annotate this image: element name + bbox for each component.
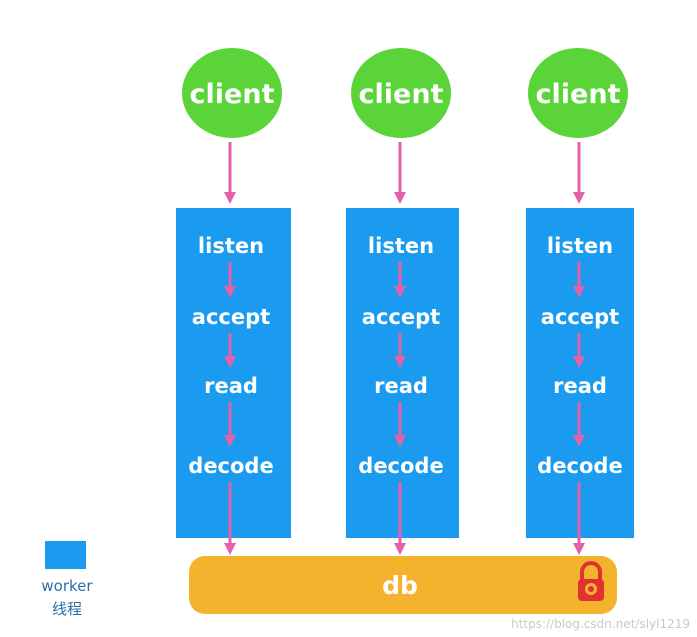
- step-accept: accept: [541, 305, 619, 329]
- step-read: read: [553, 374, 607, 398]
- db-label: db: [382, 571, 418, 600]
- worker-column-1: client listen accept read decode: [176, 48, 291, 555]
- step-listen: listen: [198, 234, 264, 258]
- legend-label-worker: worker: [41, 577, 93, 595]
- legend-label-thread: 线程: [52, 600, 82, 618]
- worker-thread-box: [346, 208, 459, 538]
- step-decode: decode: [188, 454, 273, 478]
- step-read: read: [204, 374, 258, 398]
- client-label: client: [359, 79, 444, 110]
- worker-column-3: client listen accept read decode: [526, 48, 634, 555]
- step-listen: listen: [547, 234, 613, 258]
- db-bar: db: [189, 556, 617, 614]
- client-node: [351, 48, 451, 138]
- worker-column-2: client listen accept read decode: [346, 48, 459, 555]
- client-node: [528, 48, 628, 138]
- client-node: [182, 48, 282, 138]
- client-label: client: [190, 79, 275, 110]
- step-decode: decode: [358, 454, 443, 478]
- legend: worker 线程: [41, 541, 93, 618]
- client-label: client: [536, 79, 621, 110]
- step-read: read: [374, 374, 428, 398]
- worker-thread-box: [176, 208, 291, 538]
- step-accept: accept: [192, 305, 270, 329]
- step-listen: listen: [368, 234, 434, 258]
- watermark-text: https://blog.csdn.net/slyl1219: [511, 617, 690, 631]
- legend-worker-swatch: [45, 541, 86, 569]
- lock-icon: [578, 561, 604, 601]
- step-decode: decode: [537, 454, 622, 478]
- step-accept: accept: [362, 305, 440, 329]
- db-background: [189, 556, 617, 614]
